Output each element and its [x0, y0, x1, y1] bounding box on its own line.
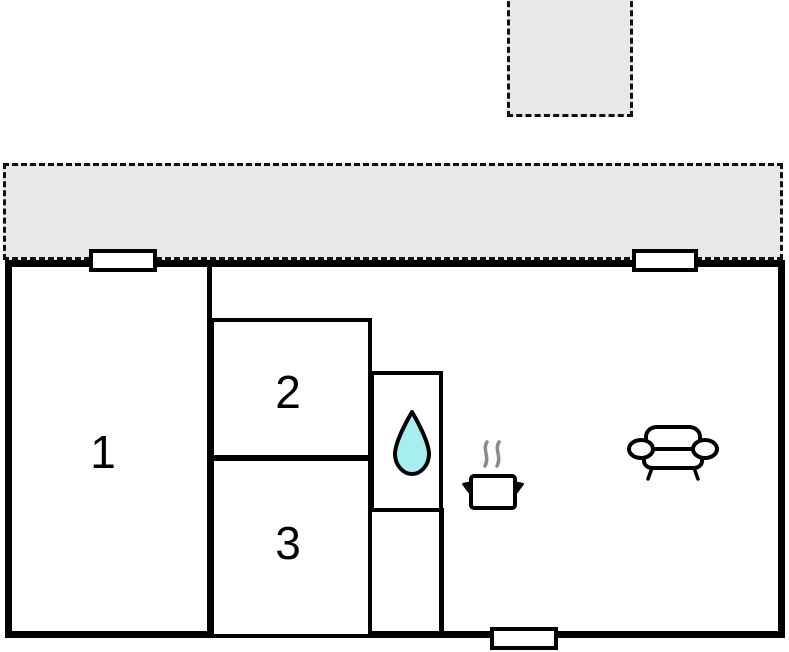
- window-bottom: [490, 627, 558, 650]
- wall-room1-divider: [207, 263, 212, 638]
- room-label-1: 1: [90, 426, 116, 478]
- water-drop-icon: [393, 410, 431, 476]
- room-label-3: 3: [275, 517, 301, 569]
- room-label-2: 2: [275, 366, 301, 418]
- room-3-box: [210, 457, 372, 638]
- wall-corridor-right: [439, 508, 444, 638]
- sofa-icon: [627, 425, 719, 481]
- cooking-pot-icon: [462, 438, 524, 512]
- window-top-right: [632, 249, 698, 272]
- window-top-left: [89, 249, 157, 272]
- terrace-band-area: [3, 163, 783, 260]
- balcony-upper-area: [507, 0, 633, 117]
